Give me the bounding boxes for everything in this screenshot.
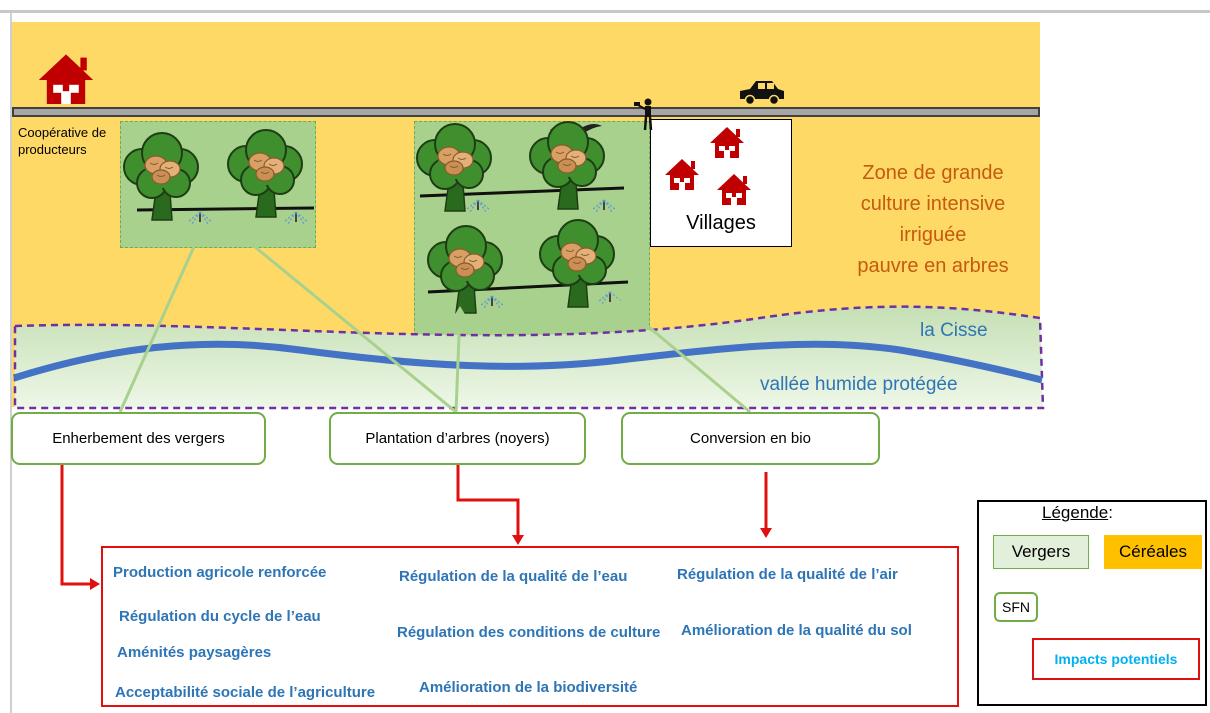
walnut-tree-icon bbox=[427, 225, 503, 314]
legend-cereals: Céréales bbox=[1104, 535, 1202, 569]
sprinkler-icon bbox=[187, 211, 213, 225]
sprinkler-icon bbox=[283, 211, 309, 225]
village-house-icon bbox=[717, 174, 751, 205]
impacts-box: Production agricole renforcée Régulation… bbox=[101, 546, 959, 707]
zone-label: Zone de grande culture intensive irrigué… bbox=[828, 158, 1038, 282]
legend-title-text: Légende bbox=[1042, 503, 1109, 522]
action-tree-planting: Plantation d’arbres (noyers) bbox=[329, 412, 586, 465]
legend-title: Légende: bbox=[1042, 503, 1113, 523]
impact-item: Régulation de la qualité de l’air bbox=[677, 566, 898, 583]
sprinkler-icon bbox=[465, 199, 491, 213]
impact-item: Amélioration de la biodiversité bbox=[419, 679, 638, 696]
action-arrows bbox=[118, 221, 751, 414]
sprinkler-icon bbox=[479, 295, 505, 309]
impact-item: Régulation du cycle de l’eau bbox=[119, 608, 321, 625]
action-grass-orchards: Enherbement des vergers bbox=[11, 412, 266, 465]
village-house-icon bbox=[665, 159, 699, 190]
legend-sfn: SFN bbox=[994, 592, 1038, 622]
valley-zone bbox=[13, 305, 1045, 410]
cooperative-label: Coopérative de producteurs bbox=[18, 125, 107, 157]
sprinkler-icon bbox=[591, 199, 617, 213]
impact-item: Régulation de la qualité de l’eau bbox=[399, 568, 628, 585]
walnut-tree-icon bbox=[416, 123, 492, 212]
impact-item: Amélioration de la qualité du sol bbox=[681, 622, 912, 639]
impact-item: Régulation des conditions de culture bbox=[397, 624, 661, 641]
cooperative-house-icon bbox=[38, 54, 94, 104]
top-border bbox=[0, 10, 1210, 13]
walnut-tree-icon bbox=[529, 121, 605, 210]
walnut-tree-icon bbox=[539, 219, 615, 308]
valley-label: vallée humide protégée bbox=[760, 374, 958, 395]
walker-icon bbox=[634, 98, 653, 131]
action-organic-conversion: Conversion en bio bbox=[621, 412, 880, 465]
zone-label-line: pauvre en arbres bbox=[857, 255, 1009, 277]
zone-label-line: Zone de grande bbox=[862, 162, 1004, 184]
legend-box bbox=[977, 500, 1207, 706]
legend-orchards: Vergers bbox=[993, 535, 1089, 569]
village-house-icon bbox=[710, 127, 744, 158]
legend-impacts: Impacts potentiels bbox=[1032, 638, 1200, 680]
zone-label-line: irriguée bbox=[899, 224, 967, 246]
road bbox=[12, 107, 1040, 117]
left-border bbox=[10, 13, 12, 713]
impact-item: Aménités paysagères bbox=[117, 644, 272, 661]
zone-label-line: culture intensive bbox=[860, 193, 1006, 215]
impact-arrows bbox=[60, 465, 768, 586]
river-line bbox=[12, 340, 1043, 384]
legend-title-colon: : bbox=[1108, 503, 1113, 522]
impact-item: Acceptabilité sociale de l’agriculture bbox=[115, 684, 376, 701]
walnut-tree-icon bbox=[227, 129, 303, 218]
impact-item: Production agricole renforcée bbox=[113, 564, 327, 581]
car-icon bbox=[740, 81, 784, 106]
river-label: la Cisse bbox=[920, 320, 988, 341]
villages-label: Villages bbox=[686, 212, 756, 234]
